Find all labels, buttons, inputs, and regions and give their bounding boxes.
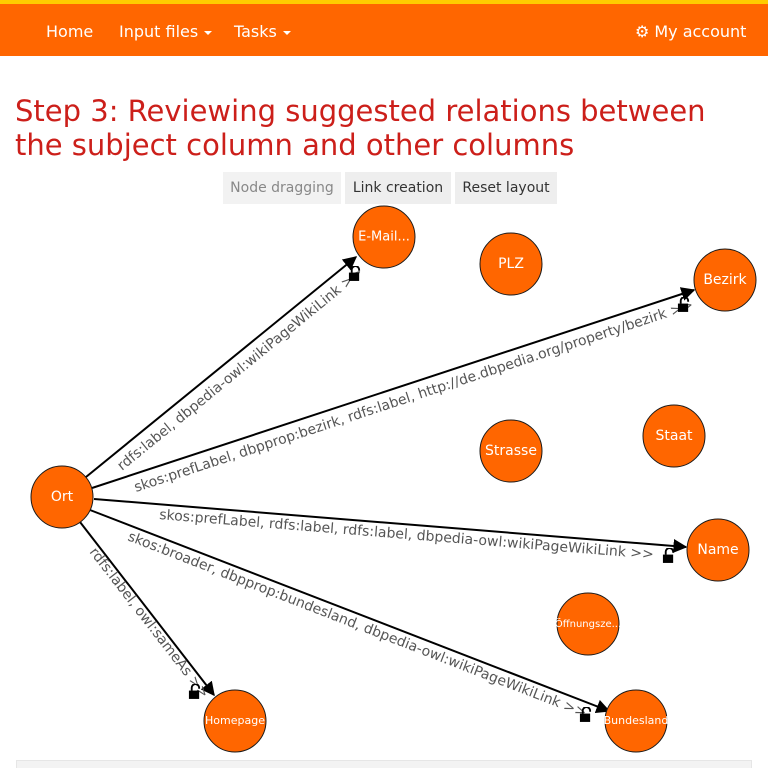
nav-tasks-menu[interactable]: Tasks <box>234 22 291 42</box>
node-label-bundesland: Bundesland <box>604 714 669 727</box>
node-bezirk[interactable]: Bezirk <box>693 248 757 312</box>
node-dragging-button[interactable]: Node dragging <box>223 172 341 204</box>
node-bundesland[interactable]: Bundesland <box>604 689 669 753</box>
nav-my-account-link[interactable]: ⚙My account <box>635 22 746 42</box>
node-oeffnungszeiten[interactable]: Öffnungsze... <box>555 592 621 656</box>
top-navbar: Home Input files Tasks ⚙My account <box>0 0 768 56</box>
nav-my-account-label: My account <box>654 22 747 41</box>
bottom-panel <box>16 760 752 768</box>
node-label-ort: Ort <box>51 489 74 505</box>
node-plz[interactable]: PLZ <box>479 232 543 296</box>
edge-line-bundesland[interactable] <box>89 509 611 713</box>
caret-down-icon <box>282 30 291 35</box>
node-staat[interactable]: Staat <box>642 404 706 468</box>
node-label-bezirk: Bezirk <box>703 272 747 288</box>
edge-label-email: rdfs:label, dbpedia-owl:wikiPageWikiLink… <box>114 265 366 475</box>
node-label-email: E-Mail... <box>358 230 410 245</box>
nav-home-link[interactable]: Home <box>46 22 94 41</box>
edge-line-homepage[interactable] <box>79 521 215 697</box>
page-title: Step 3: Reviewing suggested relations be… <box>15 94 706 162</box>
node-label-homepage: Homepage <box>205 714 265 727</box>
node-email[interactable]: E-Mail... <box>352 205 416 269</box>
edge-line-email[interactable] <box>85 256 358 478</box>
edge-line-name[interactable] <box>93 498 688 553</box>
nav-input-files-label: Input files <box>119 22 199 41</box>
node-ort[interactable]: Ort <box>30 465 94 529</box>
padlock-icon[interactable] <box>662 548 675 563</box>
edge-line-bezirk[interactable] <box>91 287 696 489</box>
node-label-strasse: Strasse <box>485 443 537 459</box>
reset-layout-button[interactable]: Reset layout <box>455 172 557 204</box>
node-label-staat: Staat <box>655 428 693 444</box>
gear-icon: ⚙ <box>635 22 650 41</box>
link-creation-button[interactable]: Link creation <box>345 172 451 204</box>
node-label-plz: PLZ <box>498 256 524 272</box>
caret-down-icon <box>204 30 213 35</box>
node-label-oeffnungszeiten: Öffnungsze... <box>555 617 621 630</box>
nav-input-files-menu[interactable]: Input files <box>119 22 213 42</box>
node-label-name: Name <box>697 542 738 558</box>
node-homepage[interactable]: Homepage <box>203 689 267 753</box>
node-strasse[interactable]: Strasse <box>479 419 543 483</box>
nav-tasks-label: Tasks <box>234 22 277 41</box>
edge-label-name: skos:prefLabel, rdfs:label, rdfs:label, … <box>159 507 655 563</box>
node-name[interactable]: Name <box>686 518 750 582</box>
